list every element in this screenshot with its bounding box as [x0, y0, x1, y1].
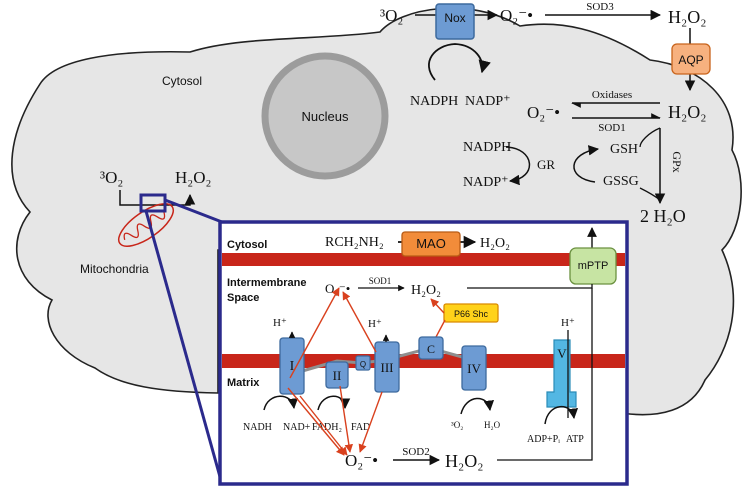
cell-outline	[11, 7, 742, 416]
mptp-pore	[569, 247, 617, 285]
h2o2-matrix: H₂O₂	[445, 451, 484, 471]
atp-label: ATP	[566, 434, 584, 445]
complex-ii-label: II	[333, 368, 342, 383]
ims-label-2: Space	[227, 292, 259, 304]
inset-cytosol-label: Cytosol	[227, 239, 267, 251]
o2-c4-label: ³O₂	[451, 420, 463, 430]
complex-i-label: I	[290, 359, 295, 374]
superoxide-mid: O₂⁻•	[527, 103, 560, 122]
gr-label: GR	[537, 157, 555, 172]
complex-ii	[325, 361, 349, 389]
o2-triplet-cyto: ³O₂	[100, 168, 123, 187]
h2o2-mao: H₂O₂	[480, 236, 510, 251]
nucleus-label: Nucleus	[302, 109, 349, 124]
zoom-marker	[139, 193, 167, 213]
fadh2-label: FADH₂	[312, 422, 342, 433]
nox-box	[435, 3, 475, 40]
sod2-label: SOD2	[402, 446, 430, 458]
nadp-gr: NADP⁺	[463, 175, 509, 190]
h-plus-i: H⁺	[273, 317, 287, 329]
h2o2-cyto: H₂O₂	[175, 168, 211, 187]
h2o2-extracellular: H₂O₂	[668, 7, 707, 27]
h-plus-iii: H⁺	[368, 318, 382, 330]
complex-iv-label: IV	[467, 361, 481, 376]
coenzyme-q	[355, 355, 371, 371]
coq-label: Q	[360, 360, 366, 369]
gssg-label: GSSG	[603, 174, 639, 189]
nad-label: NAD+	[283, 422, 311, 433]
gsh-label: GSH	[610, 142, 638, 157]
outer-membrane	[222, 253, 625, 266]
gpx-label: GPx	[670, 151, 684, 172]
mao-substrate: RCH₂NH₂	[325, 235, 384, 250]
complex-v	[546, 339, 577, 408]
matrix-label: Matrix	[227, 377, 260, 389]
aqp-channel	[671, 43, 711, 75]
complex-iii	[374, 341, 400, 393]
h-plus-v: H⁺	[561, 317, 575, 329]
adp-label: ADP+Pᵢ	[527, 434, 560, 445]
cytc-label: C	[427, 342, 435, 356]
mitochondria-label: Mitochondria	[80, 262, 149, 276]
h2o2-ims: H₂O₂	[411, 283, 441, 298]
nadph-top: NADPH	[410, 94, 458, 109]
nadh-label: NADH	[243, 422, 272, 433]
superoxide-ims: O₂⁻•	[325, 281, 350, 296]
oxidases-label: Oxidases	[592, 89, 632, 101]
cytosol-label: Cytosol	[162, 74, 202, 88]
superoxide-matrix: O₂⁻•	[345, 451, 378, 470]
p66shc-label: P66 Shc	[454, 309, 489, 319]
sod3-label: SOD3	[586, 1, 614, 13]
superoxide-top: O₂⁻•	[500, 6, 533, 25]
nucleus	[261, 52, 389, 180]
cytochrome-c	[418, 336, 444, 360]
complex-v-label: V	[557, 346, 567, 361]
nadp-top: NADP⁺	[465, 94, 511, 109]
mao-enzyme	[401, 231, 461, 257]
ims-label-1: Intermembrane	[227, 277, 306, 289]
aqp-label: AQP	[678, 53, 703, 67]
o2-triplet-top: ³O₂	[380, 6, 403, 25]
sod1-mid-label: SOD1	[598, 122, 626, 134]
water-product: 2 H₂O	[640, 206, 686, 226]
nadph-gr: NADPH	[463, 140, 511, 155]
sod1-ims-label: SOD1	[369, 276, 392, 286]
complex-iii-label: III	[381, 360, 394, 375]
complex-iv	[461, 345, 487, 391]
mao-label: MAO	[416, 236, 446, 251]
mptp-label: mPTP	[578, 260, 609, 272]
fad-label: FAD	[351, 422, 370, 433]
h2o-label: H₂O	[484, 420, 501, 430]
nox-label: Nox	[444, 11, 465, 25]
h2o2-cytosolic: H₂O₂	[668, 102, 707, 122]
